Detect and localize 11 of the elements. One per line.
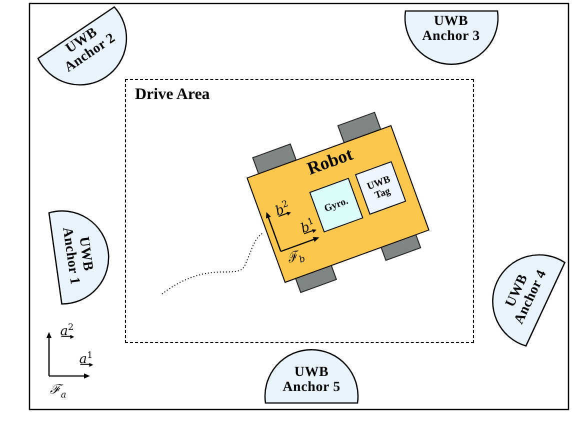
frame-label: ℱ$_{a}$ [50, 384, 66, 402]
sensor-label: Gyro. [322, 195, 350, 214]
dashed-region [125, 79, 474, 343]
frame-label: a$^{1}$ [79, 352, 93, 368]
robot-label: Robot [304, 144, 355, 178]
anchor-label: UWB Anchor 5 [282, 365, 342, 395]
frame-label: a$^{2}$ [60, 324, 74, 340]
sensor-label: UWB Tag [364, 172, 392, 202]
anchor-label: UWB Anchor 3 [421, 14, 481, 44]
anchor-label: UWB Anchor 1 [58, 225, 96, 288]
region-label: Drive Area [135, 87, 210, 103]
